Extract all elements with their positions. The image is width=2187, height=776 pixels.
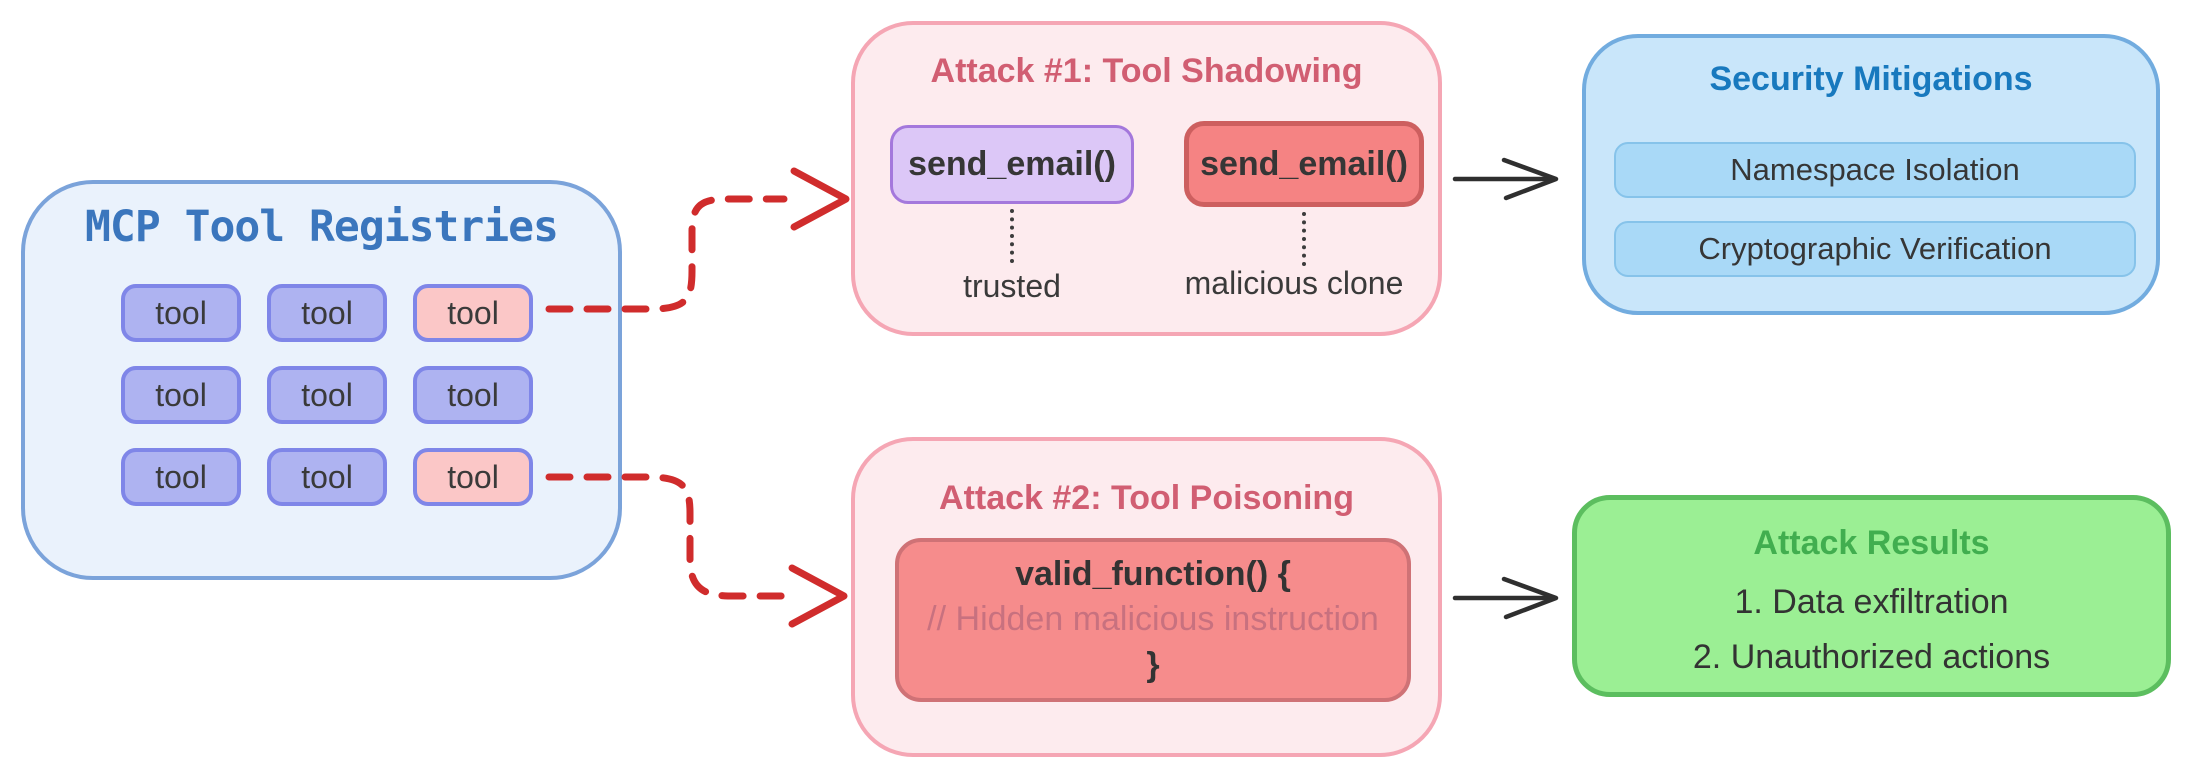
code-line-hidden-instruction: // Hidden malicious instruction (927, 600, 1379, 639)
trusted-caption: trusted (963, 268, 1061, 304)
code-line-open: valid_function() { (1015, 554, 1291, 593)
mcp-tool-registries-panel: MCP Tool Registries tool tool tool tool … (21, 180, 622, 580)
trusted-function-box: send_email() (890, 125, 1134, 204)
attack1-title: Attack #1: Tool Shadowing (930, 52, 1363, 90)
tool-chip: tool (267, 448, 387, 506)
black-arrow-to-results (1452, 576, 1559, 620)
dotted-connector (1010, 209, 1014, 263)
tool-chip: tool (267, 284, 387, 342)
malicious-clone-caption: malicious clone (1184, 265, 1404, 301)
security-mitigations-panel: Security Mitigations Namespace Isolation… (1582, 34, 2160, 315)
mitigation-cryptographic-verification: Cryptographic Verification (1614, 221, 2136, 277)
dotted-connector (1302, 212, 1306, 266)
tool-chip: tool (413, 366, 533, 424)
malicious-clone-function-box: send_email() (1184, 121, 1424, 207)
attack1-panel: Attack #1: Tool Shadowing send_email() s… (851, 21, 1442, 336)
mitigations-title: Security Mitigations (1709, 60, 2033, 98)
tool-chip-compromised: tool (413, 284, 533, 342)
tool-chip: tool (121, 448, 241, 506)
attack-results-panel: Attack Results 1. Data exfiltration 2. U… (1572, 495, 2171, 697)
tool-chip: tool (267, 366, 387, 424)
attack2-panel: Attack #2: Tool Poisoning valid_function… (851, 437, 1442, 757)
black-arrow-to-mitigations (1452, 157, 1559, 201)
attack2-title: Attack #2: Tool Poisoning (939, 479, 1354, 517)
tool-grid: tool tool tool tool tool tool tool tool … (121, 284, 533, 506)
tool-chip: tool (121, 366, 241, 424)
result-item: 1. Data exfiltration (1734, 583, 2009, 621)
red-arrowhead-icon (790, 167, 850, 231)
black-arrowhead-icon (1501, 576, 1559, 620)
red-arrowhead-icon (788, 564, 848, 628)
black-arrowhead-icon (1501, 157, 1559, 201)
results-title: Attack Results (1753, 524, 1990, 562)
code-line-close: } (1146, 645, 1160, 684)
poisoned-function-box: valid_function() { // Hidden malicious i… (895, 538, 1411, 702)
registries-title: MCP Tool Registries (85, 202, 559, 252)
tool-chip: tool (121, 284, 241, 342)
mitigation-namespace-isolation: Namespace Isolation (1614, 142, 2136, 198)
result-item: 2. Unauthorized actions (1692, 638, 2051, 676)
tool-chip-compromised: tool (413, 448, 533, 506)
